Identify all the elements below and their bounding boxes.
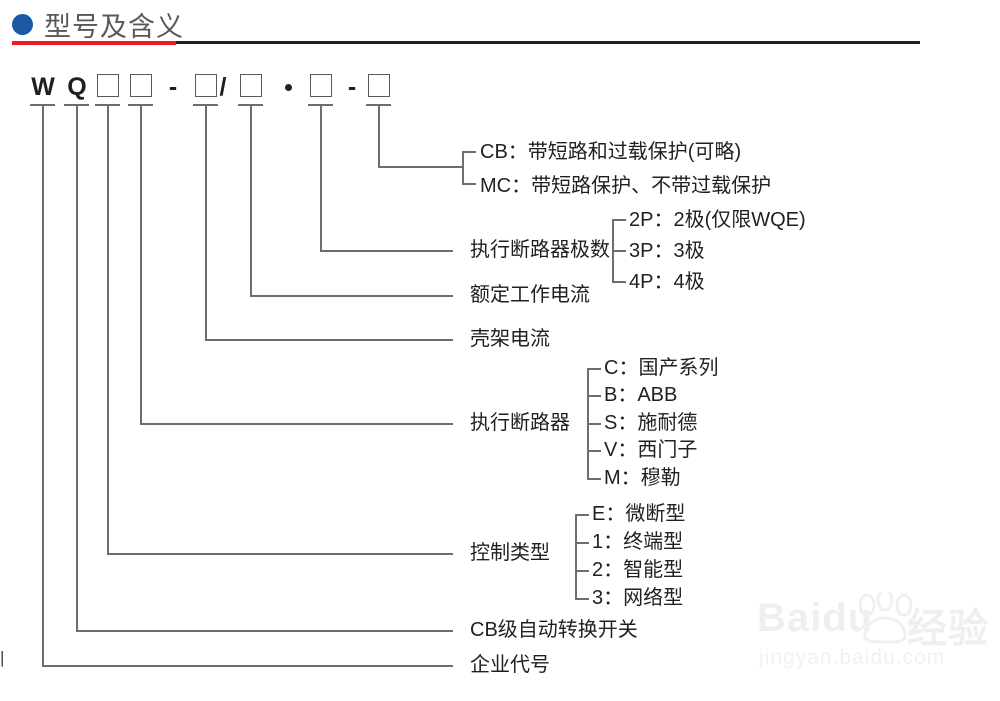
- leader-line-frame-current-v: [205, 104, 207, 339]
- header-rule-accent: [12, 41, 176, 45]
- callout-label-control-type: 控制类型: [470, 542, 550, 564]
- bracket-breaker-stub-2: [587, 395, 601, 397]
- bullet-icon: [12, 14, 33, 35]
- code-slot-middot: [285, 84, 292, 91]
- leader-line-poles-v: [320, 104, 322, 250]
- watermark-suffix: 经验: [907, 607, 989, 651]
- watermark: Baidu 经验 jingyan.baidu.com: [757, 592, 992, 674]
- page-title: 型号及含义: [44, 12, 184, 42]
- option-control-type-2: 2：智能型: [592, 559, 684, 581]
- option-poles-3p: 3P：3极: [629, 240, 705, 262]
- callout-label-breaker: 执行断路器: [470, 412, 570, 434]
- bracket-control-type-stub-4: [575, 598, 589, 600]
- option-breaker-v: V：西门子: [604, 439, 698, 461]
- code-slot-box-3: [195, 74, 217, 97]
- leader-line-enterprise-code-h: [42, 665, 453, 667]
- header-rule: [12, 41, 920, 44]
- leader-line-switch-class-v: [76, 104, 78, 630]
- leader-line-breaker-v: [140, 104, 142, 423]
- code-slot-w: W: [31, 73, 55, 101]
- option-control-type-e: E：微断型: [592, 503, 686, 525]
- code-slot-q: Q: [67, 73, 87, 101]
- bracket-protection-stub-2: [462, 183, 476, 185]
- leader-line-switch-class-h: [76, 630, 453, 632]
- leader-line-poles-h: [320, 250, 453, 252]
- leader-line-rated-current-h: [250, 295, 453, 297]
- callout-label-poles: 执行断路器极数: [470, 239, 610, 261]
- option-poles-4p: 4P：4极: [629, 271, 705, 293]
- bracket-protection-stub-1: [462, 151, 476, 153]
- callout-label-frame-current: 壳架电流: [470, 328, 550, 350]
- bracket-breaker-stub-1: [587, 368, 601, 370]
- callout-label-switch-class: CB级自动转换开关: [470, 619, 638, 641]
- option-breaker-b: B：ABB: [604, 384, 678, 406]
- bracket-control-type-stub-1: [575, 514, 589, 516]
- option-protection-mc: MC：带短路保护、不带过载保护: [480, 175, 772, 197]
- leader-line-control-type-h: [107, 553, 453, 555]
- bracket-breaker-stub-4: [587, 450, 601, 452]
- bracket-breaker-stub-5: [587, 478, 601, 480]
- code-slot-hyphen-2: -: [347, 73, 357, 101]
- option-breaker-c: C：国产系列: [604, 357, 719, 379]
- callout-label-rated-current: 额定工作电流: [470, 284, 590, 306]
- option-control-type-3: 3：网络型: [592, 587, 684, 609]
- page-edge-mark: |: [0, 648, 5, 667]
- paw-icon: [858, 592, 913, 644]
- code-slot-slash: /: [219, 73, 227, 101]
- leader-line-protection-v: [378, 104, 380, 166]
- code-slot-box-6: [368, 74, 390, 97]
- leader-line-enterprise-code-v: [42, 104, 44, 665]
- bracket-poles-stub-1: [612, 219, 626, 221]
- leader-line-breaker-h: [140, 423, 453, 425]
- option-control-type-1: 1：终端型: [592, 531, 684, 553]
- code-slot-box-1: [97, 74, 119, 97]
- leader-line-control-type-v: [107, 104, 109, 553]
- bracket-protection-spine: [462, 151, 464, 183]
- code-slot-box-4: [240, 74, 262, 97]
- callout-label-enterprise-code: 企业代号: [470, 654, 550, 676]
- leader-line-frame-current-h: [205, 339, 453, 341]
- watermark-brand: Baidu: [757, 596, 874, 640]
- bracket-control-type-stub-3: [575, 570, 589, 572]
- leader-line-protection-h: [378, 166, 463, 168]
- bracket-control-type-spine: [575, 514, 577, 598]
- option-breaker-m: M：穆勒: [604, 467, 681, 489]
- bracket-control-type-stub-2: [575, 542, 589, 544]
- option-poles-2p: 2P：2极(仅限WQE): [629, 209, 806, 231]
- code-slot-hyphen-1: -: [168, 73, 178, 101]
- leader-line-rated-current-v: [250, 104, 252, 295]
- bracket-breaker-stub-3: [587, 423, 601, 425]
- bracket-poles-stub-3: [612, 281, 626, 283]
- bracket-poles-stub-2: [612, 250, 626, 252]
- code-slot-box-2: [130, 74, 152, 97]
- watermark-url: jingyan.baidu.com: [759, 646, 946, 669]
- option-breaker-s: S：施耐德: [604, 412, 698, 434]
- option-protection-cb: CB：带短路和过载保护(可略): [480, 141, 742, 163]
- code-slot-box-5: [310, 74, 332, 97]
